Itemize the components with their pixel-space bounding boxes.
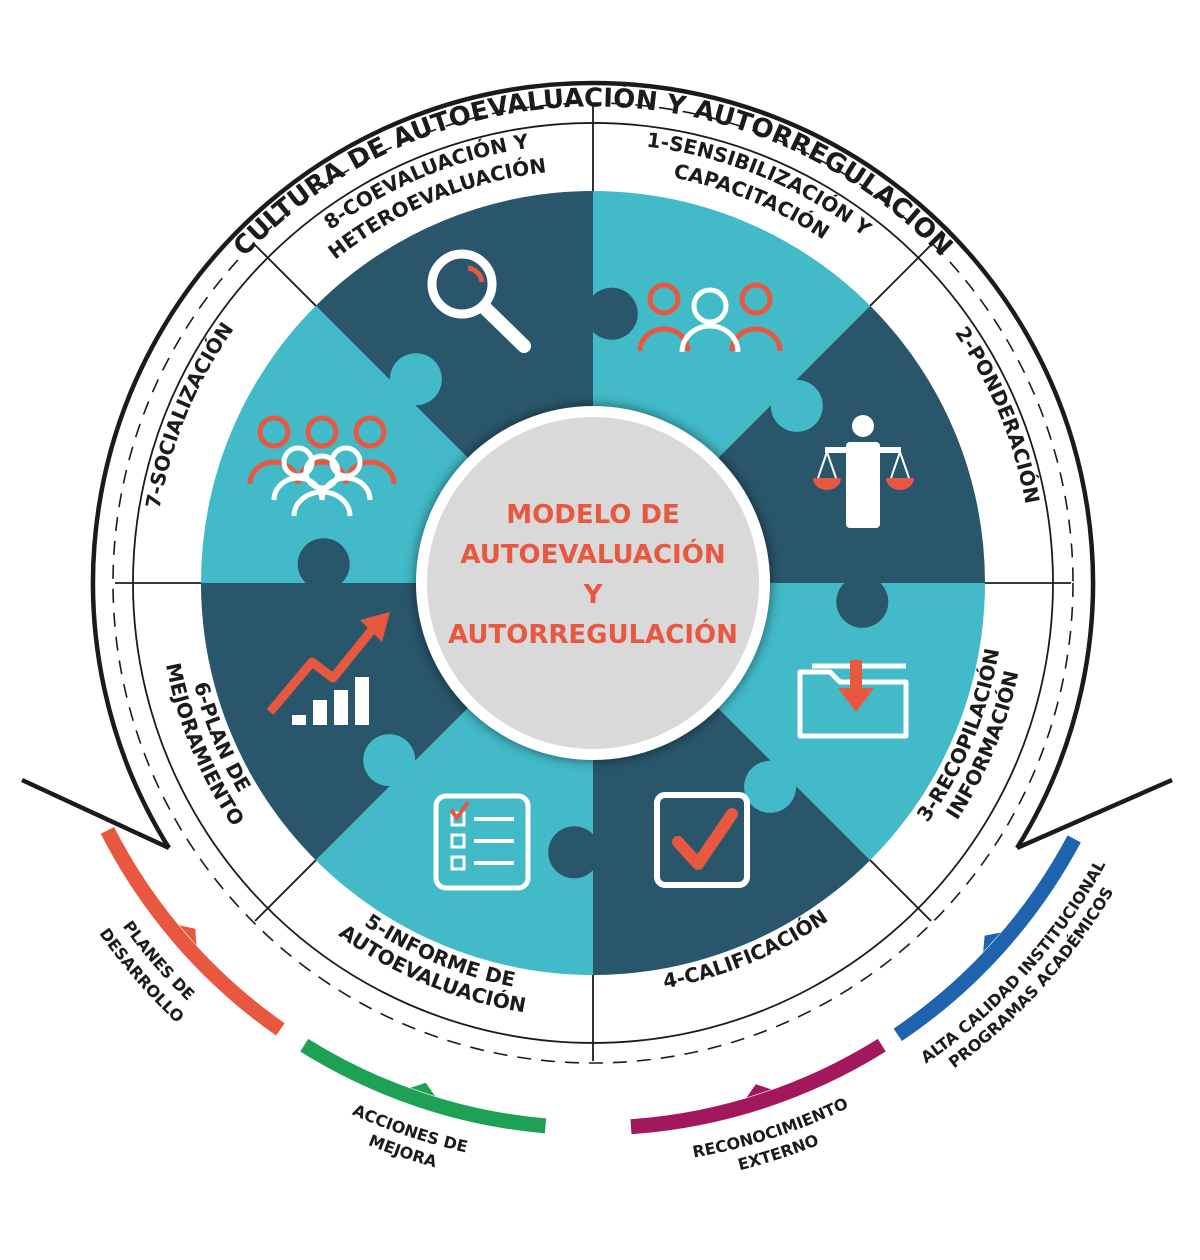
person-head [353,415,387,449]
magnifier-icon [427,249,531,353]
segment-divider [254,244,317,307]
scales-icon [813,415,914,528]
puzzle-notch [770,379,823,432]
figure-head [852,415,874,437]
outer-ring-arc [90,80,1096,850]
group-icon [637,282,783,353]
person-head [691,287,729,325]
figure-body [846,442,880,528]
puzzle-notch [585,287,638,340]
person-head [739,282,773,316]
outcome-arc-pointer [179,925,197,946]
puzzle-notch [389,353,442,406]
chart-bar [355,677,369,725]
center-title-line: AUTORREGULACIÓN [448,618,738,650]
person-head [305,415,339,449]
puzzle-notch [744,760,797,813]
center-circle [427,417,759,749]
magnifier-lens [427,249,497,319]
outcome-arc-1 [100,826,285,1036]
crowd-icon [247,415,397,517]
checklist-tick [449,800,470,822]
icon-layer [247,249,914,891]
chart-bar [334,690,348,725]
segment-divider [869,859,932,922]
scale-string [890,451,901,479]
center-layer: MODELO DE AUTOEVALUACIÓN Y AUTORREGULACIÓN [416,406,770,760]
checklist-icon [433,793,531,891]
outcome-arc-4 [893,835,1081,1042]
puzzle-notch [548,826,601,879]
folder-download-icon [797,660,909,739]
center-title-line: MODELO DE [506,500,679,530]
center-title-line: AUTOEVALUACIÓN [460,538,725,570]
scale-pan-left [813,478,841,490]
folder-outline [797,669,909,739]
checklist-frame [433,793,531,891]
outer-ring-left-extension [21,777,170,851]
scale-string [817,451,828,479]
puzzle-notch [363,734,416,787]
scale-string [899,451,910,479]
person-body [679,323,741,353]
trend-line [266,623,379,715]
chart-bar [292,715,306,725]
outcome-arc-pointer [746,1084,772,1098]
outcome-label-4: ALTA CALIDAD INSTITUCIONAL [917,857,1109,1067]
outcome-arc-pointer [410,1082,436,1097]
checkmark-box-icon [654,792,750,888]
scale-pan-right [886,478,914,490]
checklist-box [450,855,466,871]
dashed-ring [112,102,1074,1064]
person-head [647,282,681,316]
outcome-arc-pointer [983,932,1001,952]
person-body [291,489,353,517]
outcome-label-4-path: ALTA CALIDAD INSTITUCIONAL [917,857,1109,1067]
center-title-line: Y [583,580,604,610]
puzzle-notch [297,538,350,591]
outcome-arc-3 [630,1038,886,1135]
outer-ring-right-extension [1016,777,1173,851]
magnifier-handle [478,301,531,353]
trend-arrow-head [360,612,390,642]
magnifier-glint [467,265,485,283]
checklist-box [450,833,466,849]
arrow-shaft [850,660,862,690]
puzzle-notch [836,575,889,628]
scale-string [826,451,837,479]
person-head [257,415,291,449]
checkbox-check [672,808,738,870]
segment-divider [254,859,317,922]
growth-chart-icon [266,612,390,725]
segment-divider [869,244,932,307]
person-head [303,453,341,491]
chart-bar [313,700,327,725]
checklist-box [450,811,466,827]
arrow-head [838,688,874,712]
outcome-arc-2 [300,1038,547,1134]
checkbox-frame [654,792,750,888]
